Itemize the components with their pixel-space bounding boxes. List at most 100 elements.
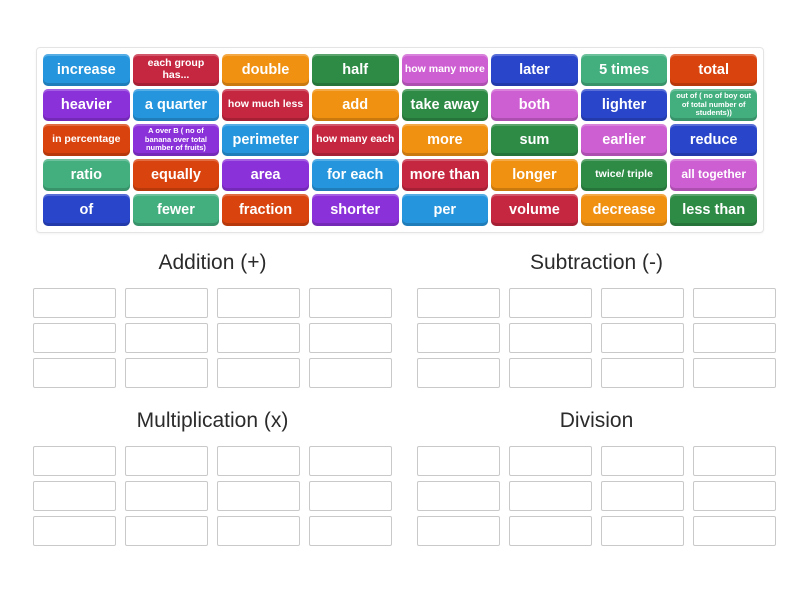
drop-slot[interactable] bbox=[509, 516, 592, 546]
slot-grid bbox=[417, 288, 776, 388]
drop-slot[interactable] bbox=[309, 446, 392, 476]
drop-slot[interactable] bbox=[417, 446, 500, 476]
category-group: Subtraction (-) bbox=[417, 246, 776, 388]
drop-slot[interactable] bbox=[33, 446, 116, 476]
word-tile[interactable]: heavier bbox=[43, 89, 130, 121]
drop-slot[interactable] bbox=[693, 288, 776, 318]
word-tile[interactable]: sum bbox=[491, 124, 578, 156]
drop-slot[interactable] bbox=[601, 358, 684, 388]
drop-slot[interactable] bbox=[309, 323, 392, 353]
drop-slot[interactable] bbox=[125, 446, 208, 476]
word-tile[interactable]: in percentage bbox=[43, 124, 130, 156]
word-tile[interactable]: for each bbox=[311, 159, 399, 191]
drop-slot[interactable] bbox=[693, 516, 776, 546]
word-tile[interactable]: reduce bbox=[670, 124, 757, 156]
category-group: Addition (+) bbox=[33, 246, 392, 388]
word-tile[interactable]: out of ( no of boy out of total number o… bbox=[670, 89, 757, 121]
word-tile[interactable]: fraction bbox=[222, 194, 309, 226]
drop-slot[interactable] bbox=[693, 481, 776, 511]
drop-slot[interactable] bbox=[417, 358, 500, 388]
drop-slot[interactable] bbox=[417, 323, 500, 353]
drop-slot[interactable] bbox=[509, 323, 592, 353]
drop-slot[interactable] bbox=[125, 481, 208, 511]
category-groups: Addition (+) Subtraction (-) Multiplicatio… bbox=[33, 246, 776, 546]
drop-slot[interactable] bbox=[693, 323, 776, 353]
drop-slot[interactable] bbox=[509, 358, 592, 388]
group-title: Subtraction (-) bbox=[529, 251, 664, 274]
drop-slot[interactable] bbox=[509, 288, 592, 318]
word-tile[interactable]: ratio bbox=[43, 159, 130, 191]
drop-slot[interactable] bbox=[217, 288, 300, 318]
drop-slot[interactable] bbox=[309, 358, 392, 388]
word-tile[interactable]: both bbox=[491, 89, 578, 121]
word-tile[interactable]: of bbox=[43, 194, 130, 226]
word-tile[interactable]: perimeter bbox=[222, 124, 309, 156]
drop-slot[interactable] bbox=[601, 288, 684, 318]
drop-slot[interactable] bbox=[309, 516, 392, 546]
word-tile[interactable]: a quarter bbox=[132, 89, 220, 121]
word-tile[interactable]: 5 times bbox=[580, 54, 668, 86]
drop-slot[interactable] bbox=[33, 323, 116, 353]
drop-slot[interactable] bbox=[217, 323, 300, 353]
slot-grid bbox=[33, 288, 392, 388]
drop-slot[interactable] bbox=[601, 516, 684, 546]
word-tile[interactable]: take away bbox=[401, 89, 489, 121]
drop-slot[interactable] bbox=[217, 358, 300, 388]
word-tile[interactable]: more than bbox=[401, 159, 489, 191]
word-tile[interactable]: how many more bbox=[401, 54, 489, 86]
drop-slot[interactable] bbox=[601, 446, 684, 476]
drop-slot[interactable] bbox=[693, 358, 776, 388]
word-tile[interactable]: decrease bbox=[580, 194, 668, 226]
word-tile[interactable]: longer bbox=[491, 159, 578, 191]
word-tile[interactable]: less than bbox=[670, 194, 757, 226]
drop-slot[interactable] bbox=[509, 481, 592, 511]
drop-slot[interactable] bbox=[33, 288, 116, 318]
word-tile[interactable]: earlier bbox=[580, 124, 668, 156]
word-tile[interactable]: add bbox=[311, 89, 399, 121]
word-tile[interactable]: each group has... bbox=[132, 54, 220, 86]
word-tile[interactable]: how many each bbox=[311, 124, 399, 156]
category-group: Multiplication (x) bbox=[33, 404, 392, 546]
drop-slot[interactable] bbox=[125, 323, 208, 353]
drop-slot[interactable] bbox=[33, 481, 116, 511]
drop-slot[interactable] bbox=[125, 516, 208, 546]
drop-slot[interactable] bbox=[125, 288, 208, 318]
word-tile[interactable]: later bbox=[491, 54, 578, 86]
word-tile[interactable]: all together bbox=[670, 159, 757, 191]
drop-slot[interactable] bbox=[125, 358, 208, 388]
category-group: Division bbox=[417, 404, 776, 546]
group-title: Addition (+) bbox=[158, 251, 267, 274]
drop-slot[interactable] bbox=[217, 481, 300, 511]
drop-slot[interactable] bbox=[601, 323, 684, 353]
drop-slot[interactable] bbox=[601, 481, 684, 511]
word-tile[interactable]: more bbox=[401, 124, 489, 156]
drop-slot[interactable] bbox=[33, 516, 116, 546]
drop-slot[interactable] bbox=[217, 446, 300, 476]
word-tile[interactable]: A over B ( no of banana over total numbe… bbox=[132, 124, 220, 156]
word-tile[interactable]: area bbox=[222, 159, 309, 191]
word-tile[interactable]: lighter bbox=[580, 89, 668, 121]
drop-slot[interactable] bbox=[33, 358, 116, 388]
drop-slot[interactable] bbox=[693, 446, 776, 476]
word-tile[interactable]: double bbox=[222, 54, 309, 86]
word-tile[interactable]: fewer bbox=[132, 194, 220, 226]
word-tile[interactable]: increase bbox=[43, 54, 130, 86]
word-tile[interactable]: volume bbox=[491, 194, 578, 226]
drop-slot[interactable] bbox=[309, 288, 392, 318]
word-tile[interactable]: total bbox=[670, 54, 757, 86]
word-tile[interactable]: per bbox=[401, 194, 489, 226]
word-tile[interactable]: twice/ triple bbox=[580, 159, 668, 191]
drop-slot[interactable] bbox=[509, 446, 592, 476]
drop-slot[interactable] bbox=[417, 481, 500, 511]
group-title: Division bbox=[559, 409, 634, 432]
drop-slot[interactable] bbox=[217, 516, 300, 546]
drop-slot[interactable] bbox=[417, 516, 500, 546]
word-tile[interactable]: shorter bbox=[311, 194, 399, 226]
word-tile[interactable]: how much less bbox=[222, 89, 309, 121]
word-tile[interactable]: equally bbox=[132, 159, 220, 191]
drop-slot[interactable] bbox=[417, 288, 500, 318]
word-tile[interactable]: half bbox=[311, 54, 399, 86]
drop-slot[interactable] bbox=[309, 481, 392, 511]
group-title: Multiplication (x) bbox=[136, 409, 289, 432]
